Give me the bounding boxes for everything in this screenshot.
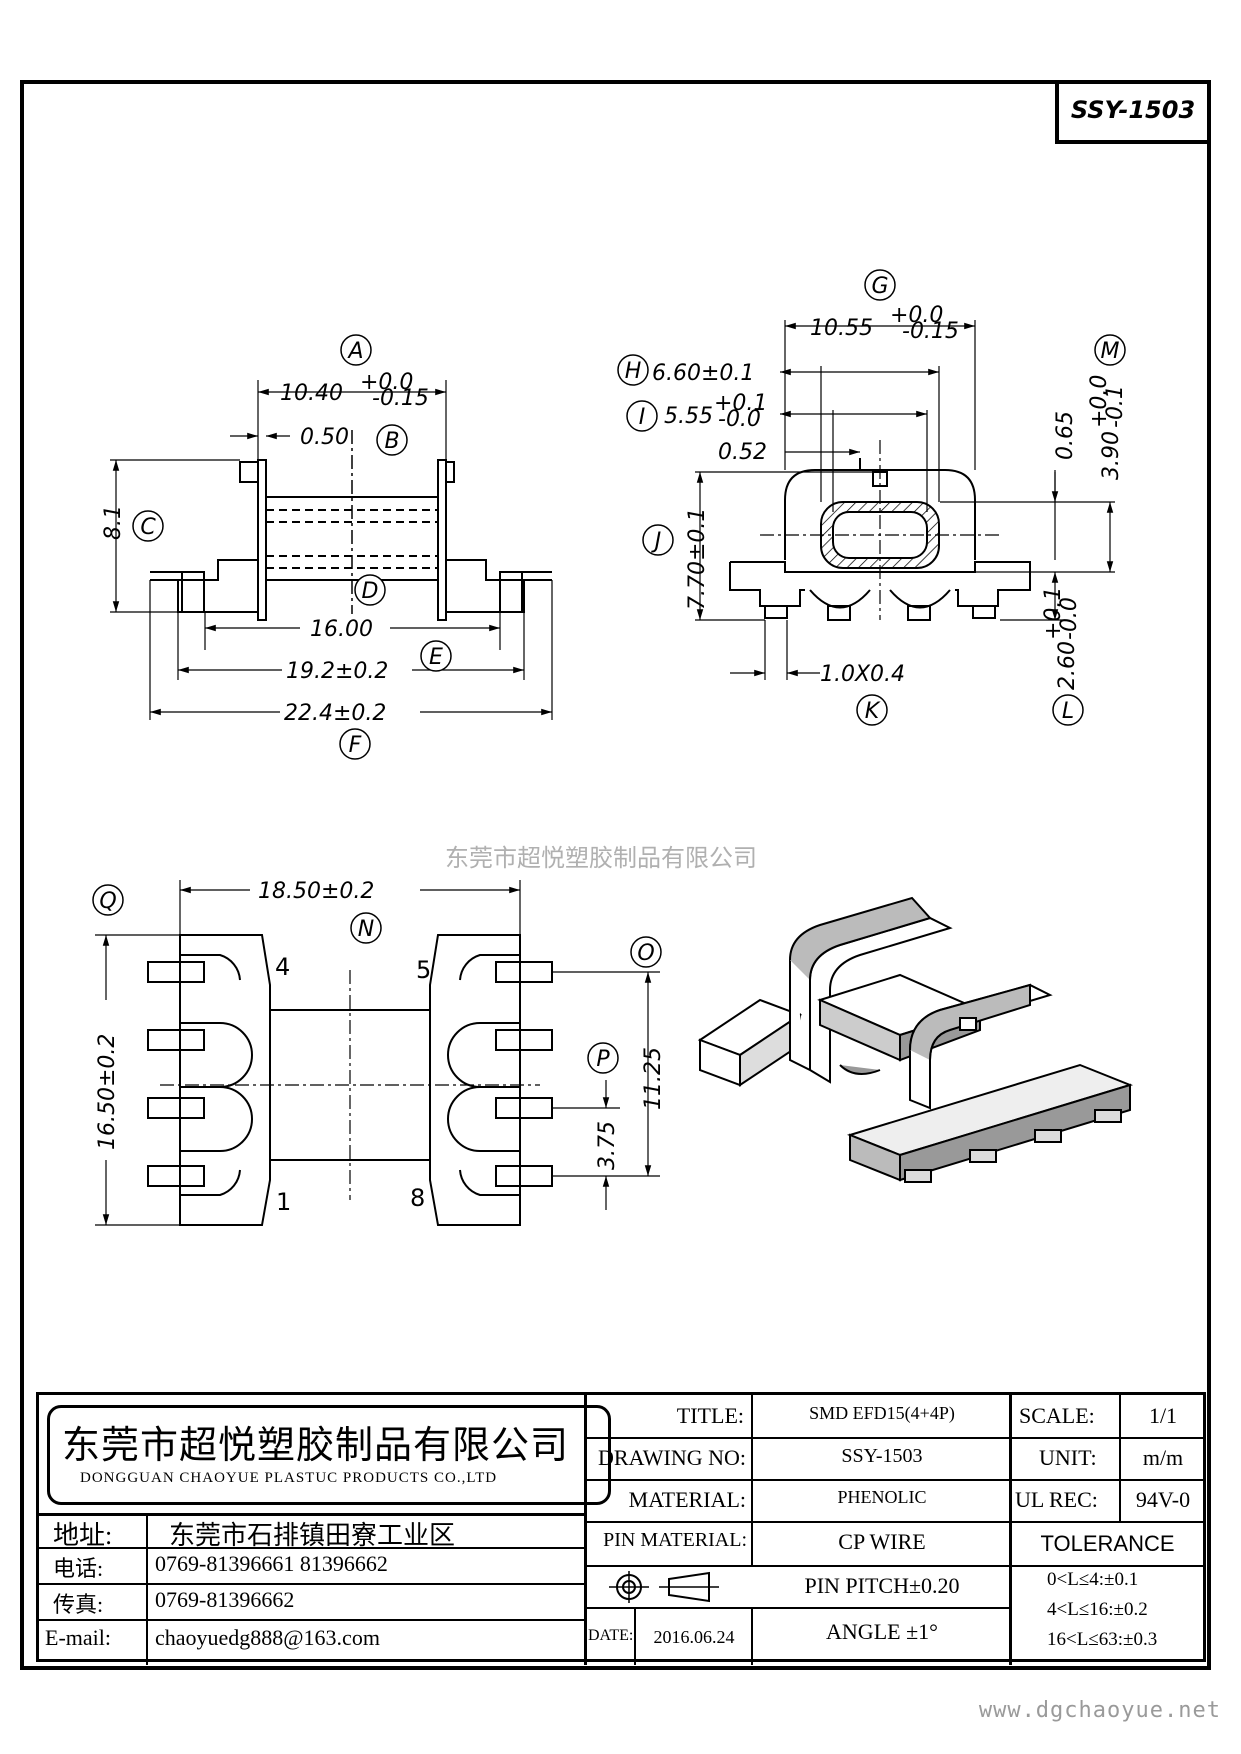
title-block: 东莞市超悦塑胶制品有限公司 DONGGUAN CHAOYUE PLASTUC P… (36, 1392, 1206, 1665)
material-label: MATERIAL: (628, 1487, 746, 1512)
dim-j-value: 7.70±0.1 (685, 508, 710, 610)
dim-m-value: 3.90 (1099, 431, 1124, 480)
phone-value: 0769-81396661 81396662 (155, 1551, 388, 1576)
side-view (110, 380, 553, 720)
dim-g-tol-lower: -0.15 (902, 319, 959, 344)
address-label: 地址: (53, 1521, 113, 1550)
title-label: TITLE: (676, 1403, 744, 1428)
label-i: I (639, 405, 646, 430)
label-a: A (346, 339, 363, 364)
address-value: 东莞市石排镇田寮工业区 (169, 1521, 456, 1550)
label-e: E (429, 645, 443, 670)
dim-h-value: 6.60±0.1 (652, 361, 754, 386)
company-name-cn: 东莞市超悦塑胶制品有限公司 (62, 1423, 570, 1467)
dim-e-value: 19.2±0.2 (286, 659, 388, 684)
dim-k-value: 1.0X0.4 (820, 662, 905, 687)
label-n: N (358, 917, 374, 942)
pin-pitch: PIN PITCH±0.20 (804, 1573, 960, 1598)
dim-052-value: 0.52 (718, 440, 767, 465)
label-p: P (596, 1047, 610, 1072)
dim-d-value: 16.00 (310, 617, 373, 642)
pin-4-label: 4 (275, 953, 290, 981)
dim-n-value: 18.50±0.2 (258, 879, 374, 904)
unit-label: UNIT: (1039, 1445, 1097, 1470)
dim-m-tol-upper: +0.0 (1087, 375, 1112, 428)
email-value: chaoyuedg888@163.com (155, 1625, 380, 1650)
date-label: DATE: (588, 1627, 634, 1644)
dim-i-tol-lower: -0.0 (718, 407, 761, 432)
company-name-en: DONGGUAN CHAOYUE PLASTUC PRODUCTS CO.,LT… (80, 1470, 498, 1486)
phone-label: 电话: (53, 1556, 104, 1581)
watermark: 东莞市超悦塑胶制品有限公司 (445, 844, 757, 872)
ul-rec-value: 94V-0 (1135, 1487, 1191, 1512)
company-box: 东莞市超悦塑胶制品有限公司 DONGGUAN CHAOYUE PLASTUC P… (47, 1405, 611, 1505)
dim-q-value: 16.50±0.2 (95, 1034, 120, 1150)
pin-8-label: 8 (410, 1184, 425, 1212)
side-view-labels: A 10.40 +0.0 -0.15 0.50 B 8.1 C D 16.00 … (101, 334, 452, 760)
label-m: M (1101, 339, 1120, 364)
label-l: L (1062, 699, 1074, 724)
dim-a-tol-upper: +0.0 (360, 370, 413, 395)
dim-g-value: 10.55 (810, 316, 873, 341)
pin-material-label: PIN MATERIAL: (603, 1529, 747, 1551)
projection-symbol-icon (609, 1571, 719, 1603)
dim-l-tol-lower: -0.0 (1057, 597, 1082, 640)
label-k: K (865, 699, 881, 724)
drawing-no-label: DRAWING NO: (598, 1445, 746, 1470)
dim-m-tol-lower: -0.1 (1103, 385, 1128, 428)
tolerance-range-2: 4<L≤16:±0.2 (1047, 1599, 1148, 1620)
drawing-no-value: SSY-1503 (841, 1445, 923, 1467)
tolerance-range-3: 16<L≤63:±0.3 (1047, 1629, 1158, 1650)
date-value: 2016.06.24 (653, 1627, 735, 1647)
title-value: SMD EFD15(4+4P) (809, 1403, 955, 1423)
label-f: F (349, 733, 362, 758)
dim-c-value: 8.1 (101, 505, 126, 540)
label-h: H (625, 359, 642, 384)
dim-l-tol-upper: +0.1 (1041, 587, 1066, 640)
tolerance-label: TOLERANCE (1040, 1531, 1175, 1556)
dim-i-value: 5.55 (664, 404, 713, 429)
dim-g-tol-upper: +0.0 (890, 303, 943, 328)
fax-label: 传真: (53, 1592, 104, 1617)
pin-1-label: 1 (276, 1188, 291, 1216)
dim-065-value: 0.65 (1053, 411, 1078, 460)
material-value: PHENOLIC (837, 1487, 927, 1507)
label-c: C (140, 515, 156, 540)
dim-l-value: 2.60 (1055, 641, 1080, 690)
pin-5-label: 5 (416, 956, 431, 984)
end-view (695, 320, 1115, 680)
scale-value: 1/1 (1148, 1403, 1178, 1428)
label-o: O (637, 941, 654, 966)
bottom-view-labels: 18.50±0.2 N Q 16.50±0.2 O 11.25 P 3.75 4… (92, 876, 666, 1216)
dim-p-value: 3.75 (595, 1121, 620, 1170)
dim-f-value: 22.4±0.2 (284, 701, 386, 726)
dim-b-value: 0.50 (300, 425, 349, 450)
scale-label: SCALE: (1019, 1403, 1095, 1428)
label-q: Q (99, 889, 116, 914)
drawing-frame (20, 80, 1211, 1670)
email-label: E-mail: (45, 1625, 111, 1650)
label-g: G (871, 274, 888, 299)
bottom-view (95, 880, 660, 1226)
drawing-number-badge: SSY-1503 (1055, 80, 1211, 144)
fax-value: 0769-81396662 (155, 1587, 295, 1612)
isometric-view (697, 896, 1134, 1183)
dim-o-value: 11.25 (641, 1047, 666, 1110)
angle-tolerance: ANGLE ±1° (826, 1619, 938, 1644)
tolerance-range-1: 0<L≤4:±0.1 (1047, 1569, 1139, 1590)
label-d: D (362, 579, 379, 604)
dim-a-value: 10.40 (280, 381, 343, 406)
end-view-labels: G 10.55 +0.0 -0.15 H 6.60±0.1 I 5.55 +0.… (617, 269, 1128, 726)
pin-material-value: CP WIRE (838, 1529, 926, 1554)
dim-a-tol-lower: -0.15 (372, 386, 429, 411)
label-j: J (651, 529, 662, 554)
label-b: B (384, 429, 399, 454)
ul-rec-label: UL REC: (1015, 1487, 1098, 1512)
dim-i-tol-upper: +0.1 (714, 391, 767, 416)
unit-value: m/m (1142, 1445, 1184, 1470)
footer-url: www.dgchaoyue.net (978, 1698, 1221, 1723)
